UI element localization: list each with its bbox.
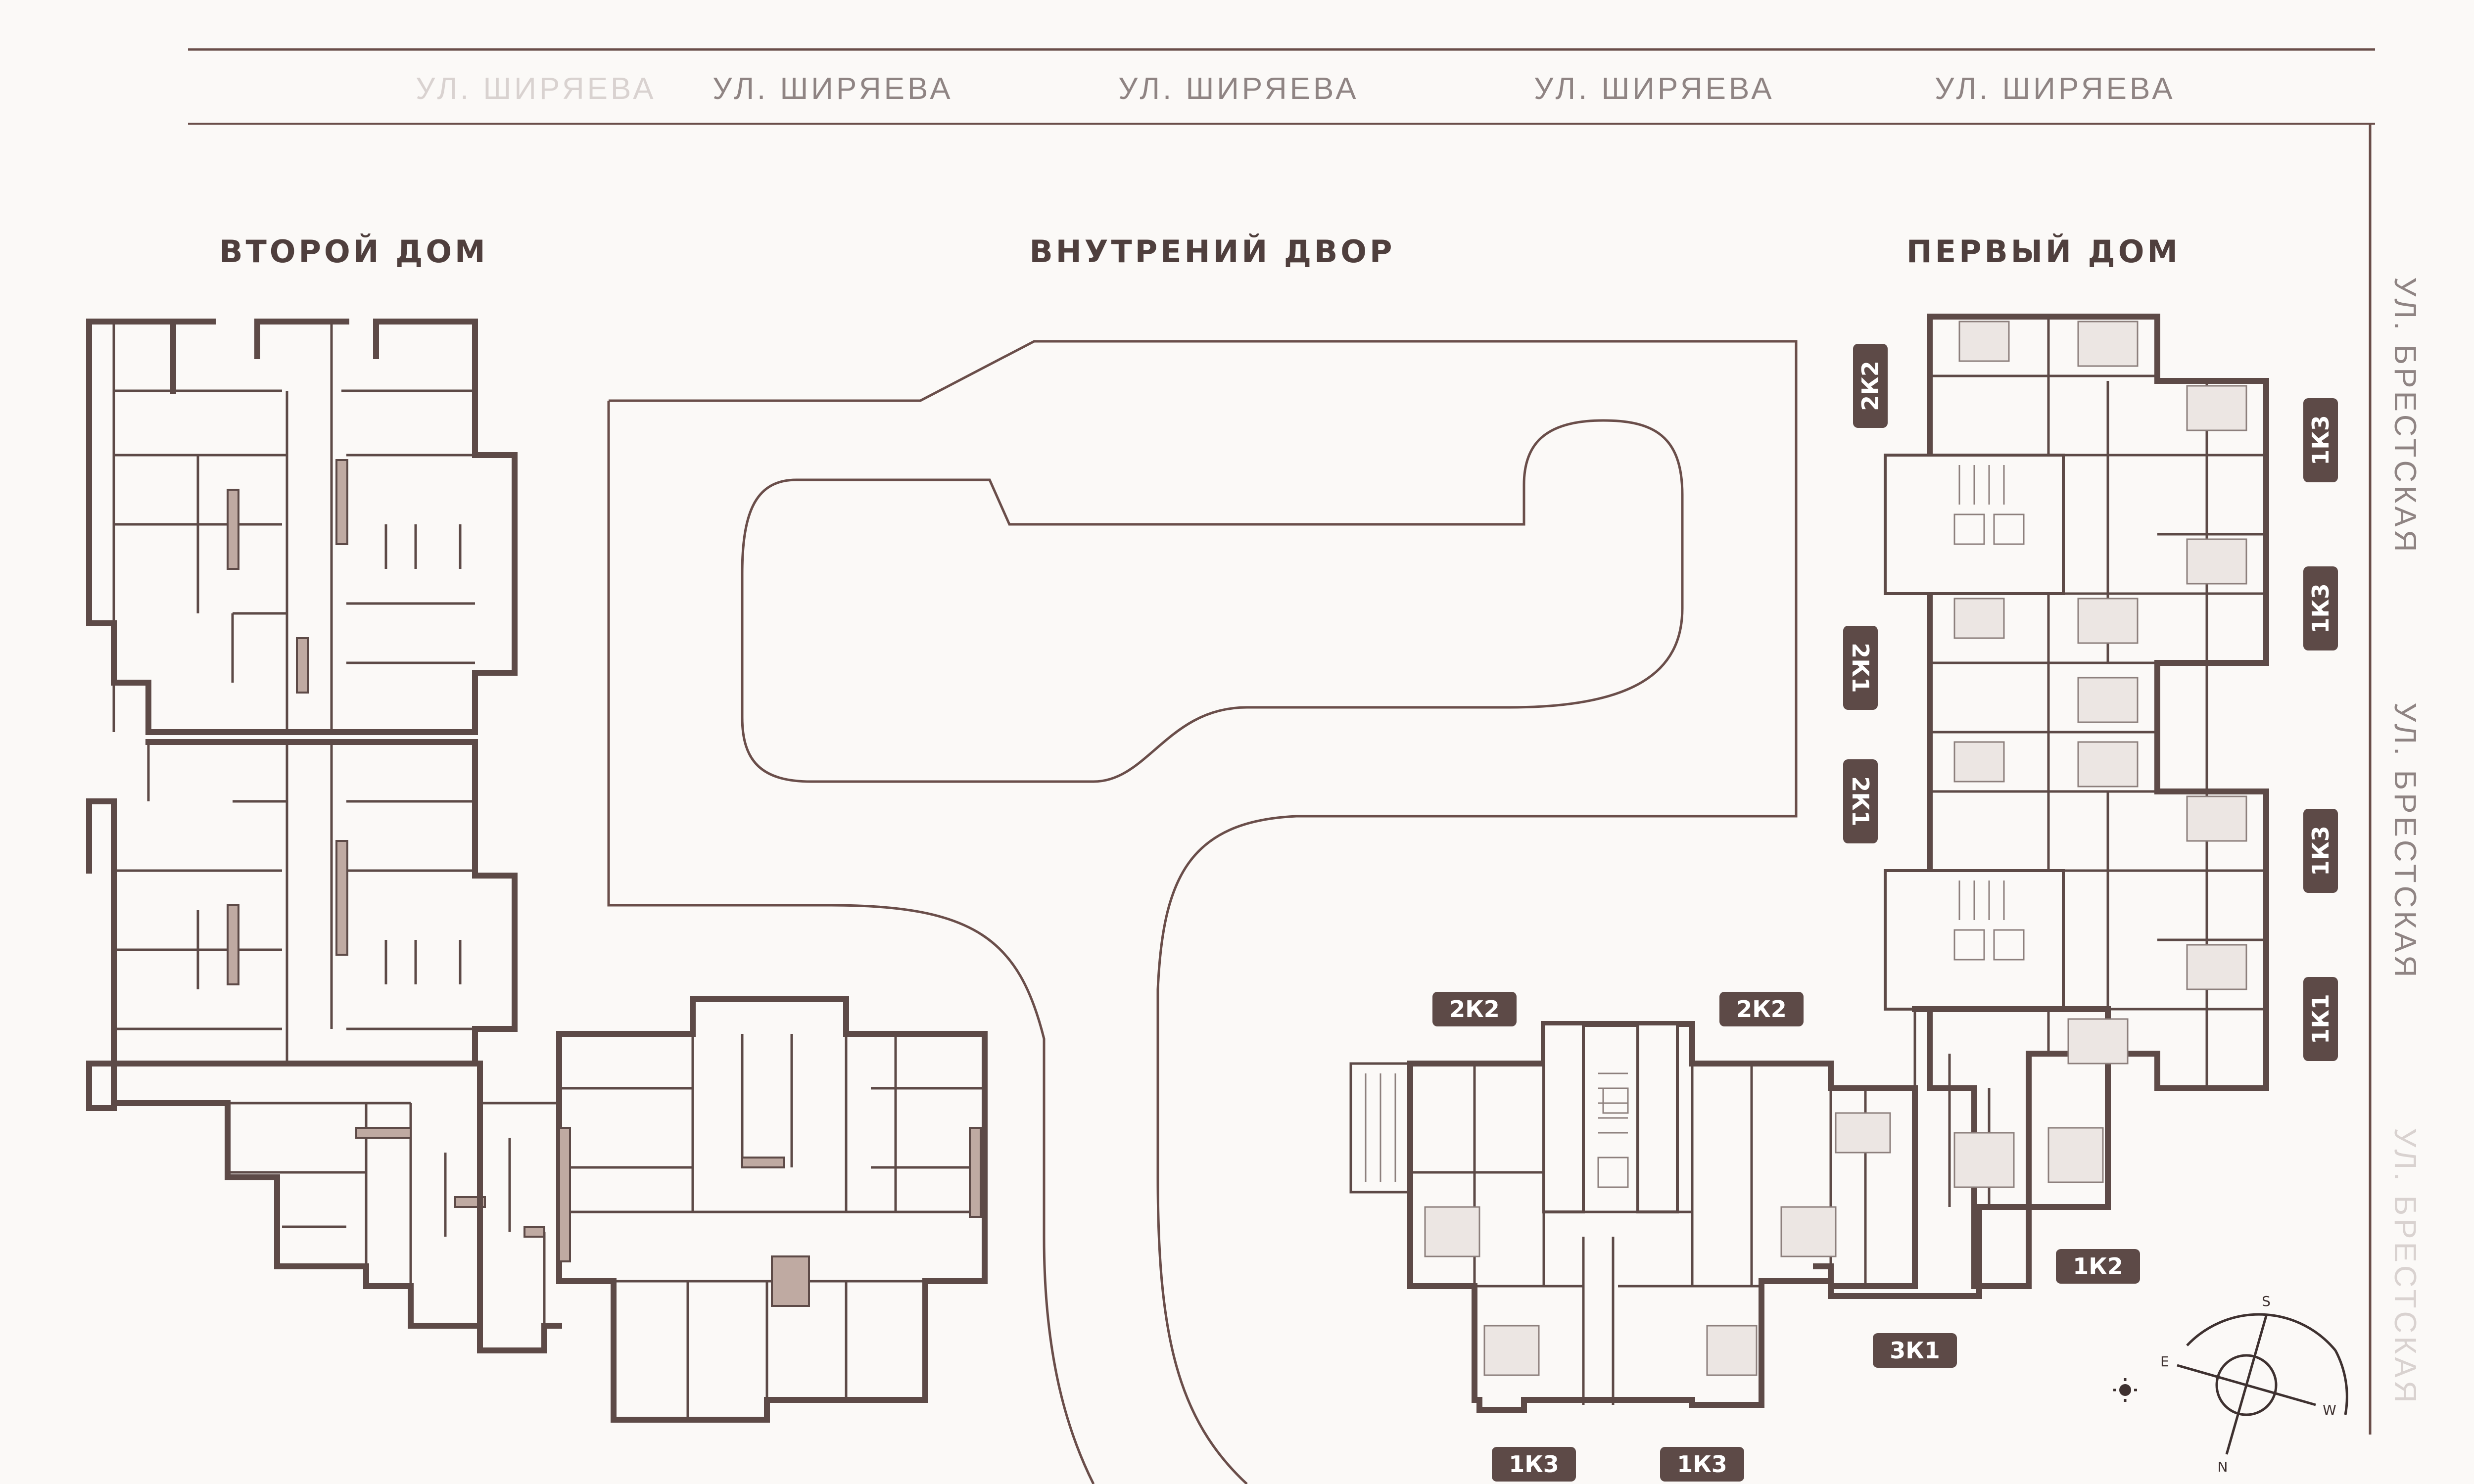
corridor-block: [523, 1226, 545, 1238]
stair-core: [1636, 1022, 1679, 1213]
balcony: [1349, 1062, 1412, 1194]
apartment-tag[interactable]: 1К3: [2303, 398, 2338, 482]
street-label-top: УЛ. ШИРЯЕВА: [1534, 72, 1775, 106]
stair-block: [227, 904, 239, 985]
apartment-tag[interactable]: 2К1: [1843, 759, 1878, 843]
svg-text:1К1: 1К1: [2307, 994, 2334, 1044]
apartment-tag[interactable]: 2К2: [1853, 344, 1888, 428]
top-street-band: УЛ. ШИРЯЕВА УЛ. ШИРЯЕВА УЛ. ШИРЯЕВА УЛ. …: [188, 48, 2375, 125]
svg-text:1К3: 1К3: [2307, 415, 2334, 465]
svg-text:1К3: 1К3: [2307, 583, 2334, 634]
courtyard-title: ВНУТРЕНИЙ ДВОР: [1030, 233, 1395, 270]
compass-rose: S N E W: [2113, 1293, 2348, 1475]
stair-block: [296, 637, 309, 694]
svg-text:1К3: 1К3: [1677, 1451, 1727, 1478]
stair-block: [227, 489, 239, 570]
compass-south: S: [2262, 1293, 2271, 1309]
corridor-block: [355, 1127, 412, 1139]
street-label-right-faded: УЛ. БРЕСТСКАЯ: [2388, 1128, 2422, 1405]
apartment-tag[interactable]: 2К2: [1719, 992, 1804, 1026]
svg-text:1К3: 1К3: [1509, 1451, 1559, 1478]
svg-text:1К3: 1К3: [2307, 826, 2334, 876]
apartment-tag[interactable]: 2К1: [1843, 626, 1878, 710]
apartment-tag[interactable]: 3К1: [1873, 1333, 1957, 1368]
stair-block: [969, 1127, 982, 1218]
svg-text:2К2: 2К2: [1449, 996, 1500, 1022]
compass-east: E: [2160, 1353, 2169, 1370]
apartment-tag[interactable]: 2К2: [1432, 992, 1517, 1026]
stair-block: [335, 840, 348, 956]
street-label-top: УЛ. ШИРЯЕВА: [1118, 72, 1359, 106]
svg-text:2К2: 2К2: [1857, 361, 1884, 411]
street-label-right: УЛ. БРЕСТСКАЯ: [2388, 277, 2422, 555]
svg-text:1К2: 1К2: [2073, 1253, 2123, 1280]
svg-text:2К2: 2К2: [1736, 996, 1787, 1022]
street-label-top: УЛ. ШИРЯЕВА: [1935, 72, 2176, 106]
apartment-tags: 2К2 1К3 1К3 2К1 2К1 1К3 1К1 2К2: [1432, 344, 2338, 1482]
first-house-plan: [1349, 314, 2269, 1413]
svg-text:3К1: 3К1: [1890, 1337, 1940, 1364]
compass-west: W: [2323, 1402, 2336, 1418]
street-label-top: УЛ. ШИРЯЕВА: [713, 72, 953, 106]
right-street-band: УЛ. БРЕСТСКАЯ УЛ. БРЕСТСКАЯ УЛ. БРЕСТСКА…: [2369, 124, 2422, 1435]
corridor-block: [741, 1157, 785, 1168]
second-house-title: ВТОРОЙ ДОМ: [219, 233, 488, 270]
apartment-tag[interactable]: 1К3: [1492, 1447, 1576, 1482]
stair-block: [335, 459, 348, 545]
apartment-tag[interactable]: 1К3: [1660, 1447, 1744, 1482]
apartment-tag[interactable]: 1К1: [2303, 977, 2338, 1061]
svg-text:2К1: 2К1: [1847, 643, 1874, 693]
compass-ring: [2215, 1354, 2278, 1416]
stair-core: [1542, 1022, 1585, 1213]
sun-icon: [2113, 1378, 2137, 1402]
svg-text:2К1: 2К1: [1847, 776, 1874, 827]
apartment-tag[interactable]: 1К2: [2056, 1249, 2140, 1284]
first-house-title: ПЕРВЫЙ ДОМ: [1906, 233, 2181, 270]
apartment-tag[interactable]: 1К3: [2303, 566, 2338, 650]
lift-block: [771, 1255, 810, 1307]
street-label-top-faded: УЛ. ШИРЯЕВА: [416, 72, 657, 106]
stair-block: [558, 1127, 571, 1262]
compass-north: N: [2218, 1459, 2228, 1475]
compass-arc: [2186, 1313, 2336, 1351]
courtyard-outline: [607, 340, 1798, 1484]
apartment-tag[interactable]: 1К3: [2303, 809, 2338, 893]
street-label-right: УЛ. БРЕСТСКАЯ: [2388, 702, 2422, 980]
second-house-plan: [86, 319, 988, 1423]
